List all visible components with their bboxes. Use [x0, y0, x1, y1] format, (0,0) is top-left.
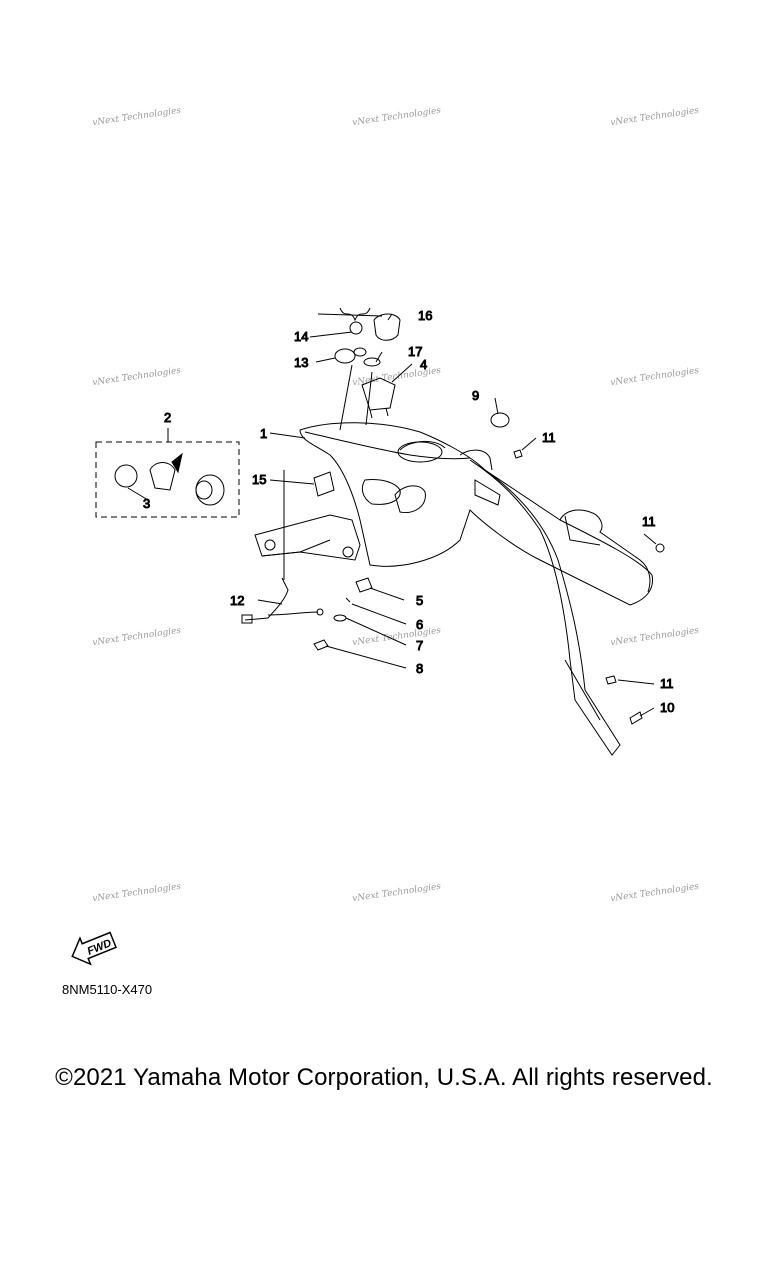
callout-11a: 11	[542, 430, 556, 445]
callout-9: 9	[472, 388, 479, 403]
callout-4: 4	[420, 357, 427, 372]
rear-fender	[469, 459, 621, 756]
callout-1: 1	[260, 426, 267, 441]
part-15-socket	[313, 471, 335, 497]
copyright-notice: ©2021 Yamaha Motor Corporation, U.S.A. A…	[55, 1064, 713, 1091]
callout-15: 15	[252, 472, 266, 487]
part-16-lock	[373, 313, 401, 341]
rear-bracket	[254, 514, 361, 561]
rear-cowl-body	[299, 422, 654, 606]
callout-3: 3	[143, 496, 150, 511]
callout-17: 17	[408, 344, 422, 359]
part-9-grommet	[490, 412, 510, 428]
callout-8: 8	[416, 661, 423, 676]
callout-6: 6	[416, 617, 423, 632]
part-12-wire	[241, 577, 324, 624]
callout-11c: 11	[660, 676, 674, 691]
kit-box	[95, 428, 240, 518]
part-14-cable	[317, 307, 383, 335]
callout-5: 5	[416, 593, 423, 608]
assembly-lines	[283, 364, 373, 580]
part-13-collar	[334, 347, 367, 364]
side-cover	[559, 509, 651, 593]
fwd-arrow-icon: FWD	[71, 931, 118, 966]
callout-2: 2	[164, 410, 171, 425]
callout-13: 13	[294, 355, 308, 370]
callout-11b: 11	[642, 514, 656, 529]
callout-10: 10	[660, 700, 674, 715]
drawing-code: 8NM5110-X470	[62, 982, 153, 997]
part-4-lock-assembly	[361, 377, 396, 419]
callout-14: 14	[294, 329, 308, 344]
callout-16: 16	[418, 308, 432, 323]
callout-7: 7	[416, 638, 423, 653]
part-11-screws	[513, 449, 665, 725]
leader-lines	[127, 313, 657, 717]
callout-12: 12	[230, 593, 244, 608]
part-17-washer	[363, 357, 381, 367]
